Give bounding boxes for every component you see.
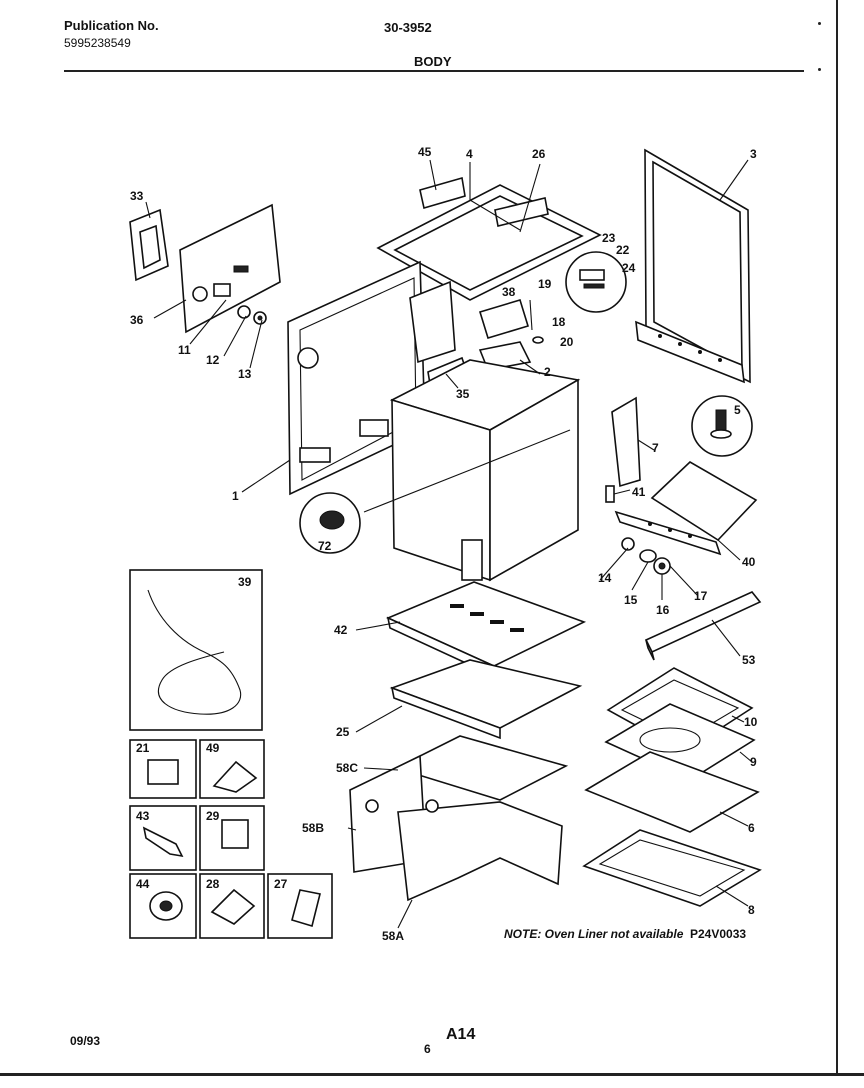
callout-4: 4 <box>466 147 473 161</box>
callout-41: 41 <box>632 485 646 499</box>
callout-33: 33 <box>130 189 144 203</box>
small-parts-grid <box>129 739 333 939</box>
callout-14: 14 <box>598 571 612 585</box>
callout-17: 17 <box>694 589 708 603</box>
callout-3: 3 <box>750 147 757 161</box>
oven-racks-part <box>582 667 762 907</box>
callout-8: 8 <box>748 903 755 917</box>
junction-box-part <box>129 208 169 282</box>
footer-date: 09/93 <box>70 1034 101 1048</box>
callout-42: 42 <box>334 623 348 637</box>
callout-18: 18 <box>552 315 566 329</box>
callout-39: 39 <box>238 575 252 589</box>
callout-21: 21 <box>136 741 150 755</box>
wire-clip-part <box>611 396 641 488</box>
page-border-bottom <box>0 1073 864 1076</box>
publication-label: Publication No. <box>64 18 159 33</box>
callout-1: 1 <box>232 489 239 503</box>
callout-12: 12 <box>206 353 220 367</box>
leveling-leg-part <box>691 395 753 457</box>
callout-10: 10 <box>744 715 758 729</box>
callout-29: 29 <box>206 809 220 823</box>
callout-58A: 58A <box>382 929 404 943</box>
callout-43: 43 <box>136 809 150 823</box>
callout-58B: 58B <box>302 821 324 835</box>
callout-9: 9 <box>750 755 757 769</box>
callout-38: 38 <box>502 285 516 299</box>
oven-body-part <box>389 359 581 582</box>
callout-58C: 58C <box>336 761 358 775</box>
callout-40: 40 <box>742 555 756 569</box>
side-panel-part <box>635 148 751 384</box>
insulation-detail-part <box>299 492 361 554</box>
page-border-right <box>836 0 838 1075</box>
bracket-part <box>237 305 267 325</box>
back-panel-part <box>179 203 281 334</box>
callout-15: 15 <box>624 593 638 607</box>
callout-25: 25 <box>336 725 350 739</box>
body-side-panel-part <box>287 260 456 496</box>
callout-2: 2 <box>544 365 551 379</box>
callout-20: 20 <box>560 335 574 349</box>
oven-liner-note: NOTE: Oven Liner not available <box>504 927 684 941</box>
cabinet-base-part <box>349 735 569 902</box>
model-number: 30-3952 <box>384 20 432 35</box>
bottom-panel-part <box>385 581 587 678</box>
leader-lines <box>145 159 753 929</box>
diagram-code: P24V0033 <box>690 927 746 941</box>
power-cord-box <box>129 569 263 731</box>
callout-24: 24 <box>622 261 636 275</box>
callout-49: 49 <box>206 741 220 755</box>
callout-72: 72 <box>318 539 332 553</box>
header-rule <box>64 70 804 72</box>
callout-44: 44 <box>136 877 150 891</box>
callout-5: 5 <box>734 403 741 417</box>
door-rail-part <box>644 591 762 661</box>
margin-mark <box>818 22 821 25</box>
callout-22: 22 <box>616 243 630 257</box>
section-title: BODY <box>414 54 452 69</box>
control-panel-part <box>605 461 758 556</box>
callout-28: 28 <box>206 877 220 891</box>
callout-26: 26 <box>532 147 546 161</box>
base-plate-part <box>389 659 583 740</box>
latch-detail-part <box>565 251 627 313</box>
hinge-part <box>478 299 544 344</box>
footer-page-number: 6 <box>424 1042 431 1056</box>
callout-19: 19 <box>538 277 552 291</box>
publication-number: 5995238549 <box>64 36 131 50</box>
callout-36: 36 <box>130 313 144 327</box>
footer-code: A14 <box>446 1026 476 1043</box>
callout-27: 27 <box>274 877 288 891</box>
callout-45: 45 <box>418 145 432 159</box>
margin-mark <box>818 68 821 71</box>
control-knob-part <box>621 537 671 575</box>
callout-labels: 45 4 26 3 33 23 22 24 19 38 18 20 36 11 … <box>130 145 758 943</box>
callout-53: 53 <box>742 653 756 667</box>
callout-16: 16 <box>656 603 670 617</box>
callout-6: 6 <box>748 821 755 835</box>
callout-11: 11 <box>178 343 191 357</box>
callout-35: 35 <box>456 387 470 401</box>
callout-23: 23 <box>602 231 616 245</box>
callout-7: 7 <box>652 441 659 455</box>
callout-13: 13 <box>238 367 252 381</box>
